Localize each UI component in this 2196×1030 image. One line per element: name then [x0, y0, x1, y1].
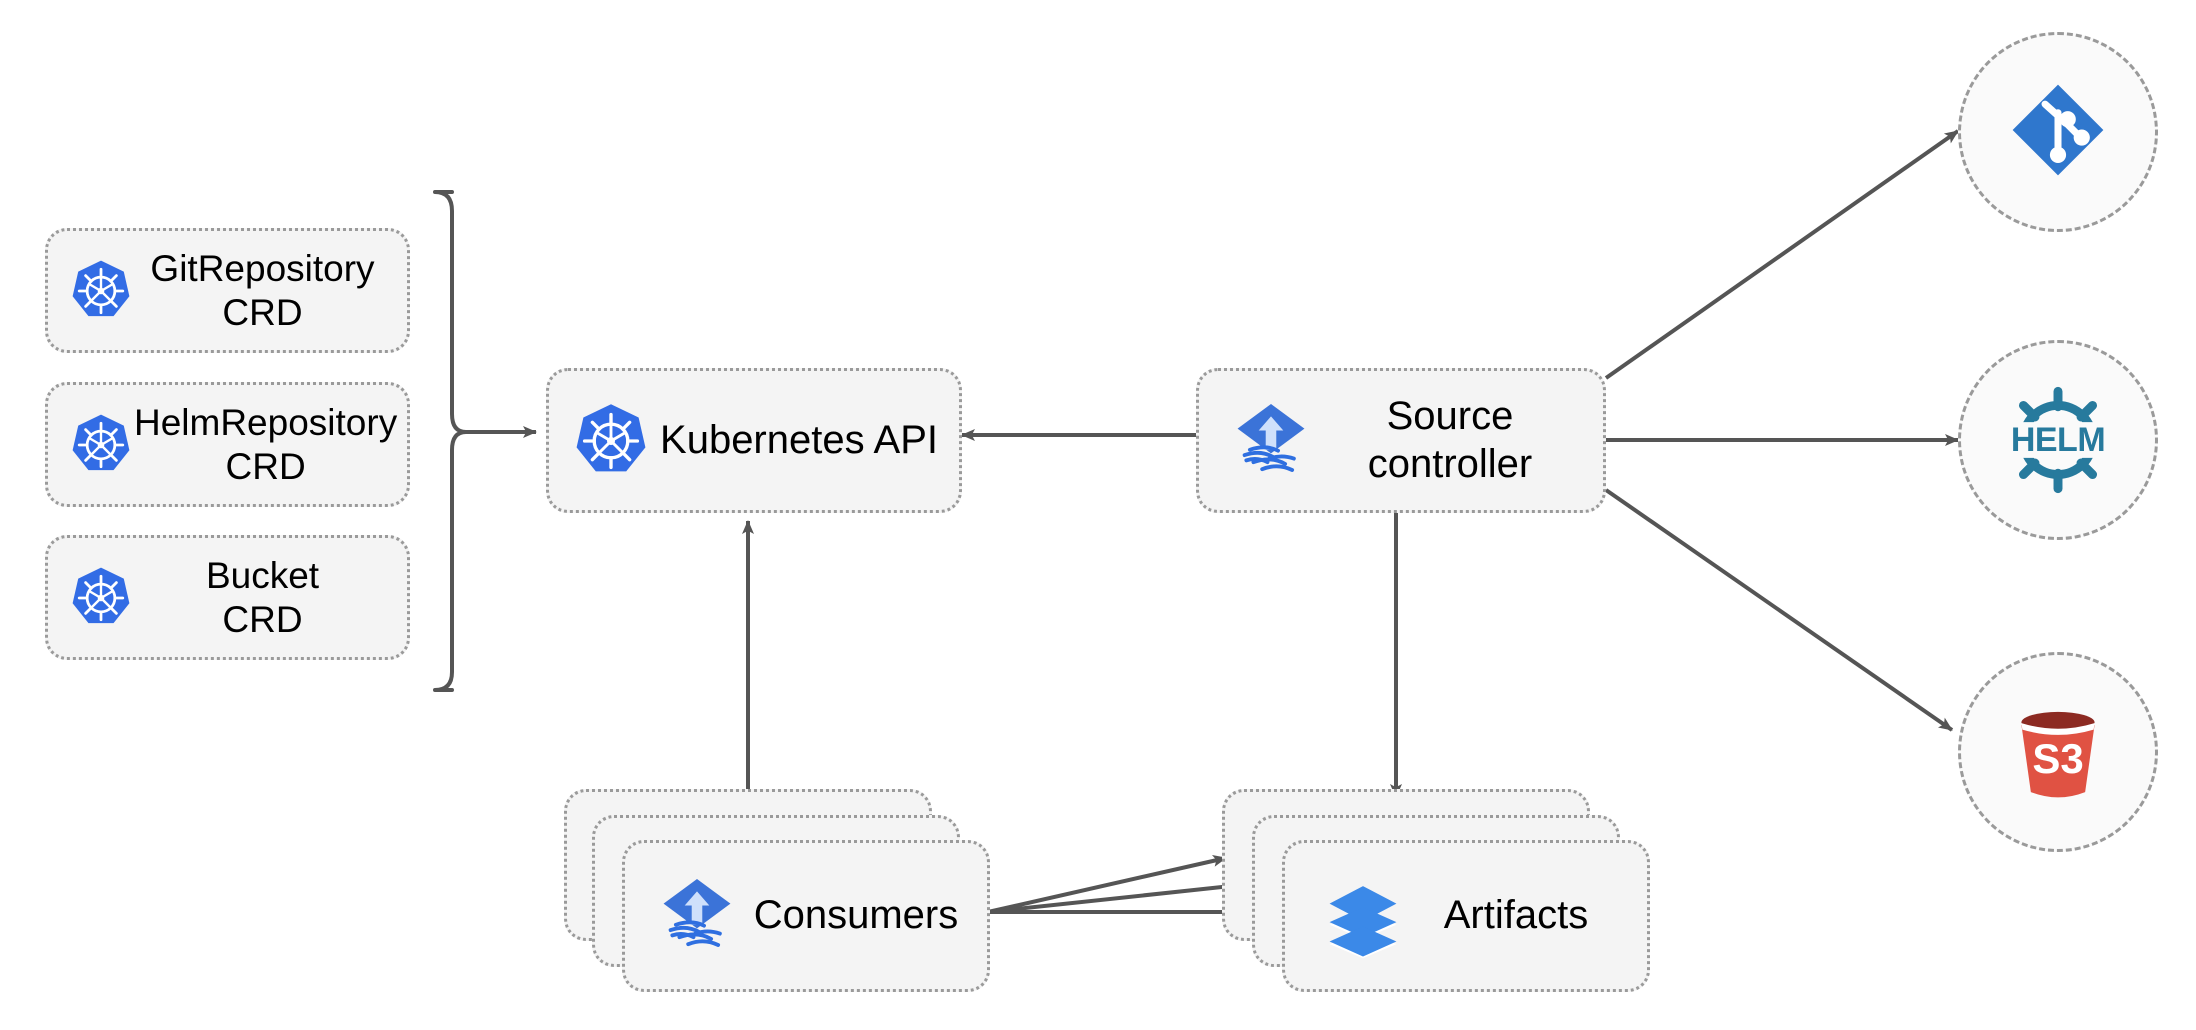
node-bucket-crd[interactable]: Bucket CRD	[45, 535, 410, 660]
kubernetes-icon	[68, 258, 134, 324]
flux-icon	[1227, 397, 1315, 485]
node-source-controller[interactable]: Source controller	[1196, 368, 1606, 513]
edge-source-controller-to-git	[1604, 129, 1960, 380]
edge-consumers-to-artifacts-2	[987, 879, 1251, 914]
git-icon	[2004, 76, 2112, 189]
node-artifacts[interactable]: Artifacts	[1282, 840, 1650, 992]
edge-source-controller-to-s3	[1604, 488, 1954, 732]
node-label: Artifacts	[1443, 893, 1589, 938]
node-helmrepository-crd[interactable]: HelmRepository CRD	[45, 382, 410, 507]
node-label: Bucket CRD	[205, 554, 320, 640]
node-gitrepository-crd[interactable]: GitRepository CRD	[45, 228, 410, 353]
edge-consumers-to-artifacts-1	[987, 855, 1227, 914]
source-git[interactable]	[1958, 32, 2158, 232]
kubernetes-icon	[68, 565, 134, 631]
node-label: Kubernetes API	[660, 417, 938, 462]
node-label: GitRepository CRD	[150, 247, 375, 333]
kubernetes-icon	[571, 401, 651, 481]
node-label: Source controller	[1367, 394, 1533, 486]
source-helm[interactable]: HELM	[1958, 340, 2158, 540]
crd-group-brace	[433, 190, 468, 692]
s3-icon: S3	[1999, 693, 2117, 811]
node-label: HelmRepository CRD	[134, 401, 398, 487]
s3-wordmark: S3	[2032, 735, 2084, 782]
helm-icon: HELM	[1994, 376, 2122, 504]
layers-icon	[1319, 872, 1407, 960]
node-label: Consumers	[753, 893, 959, 938]
flux-icon	[653, 872, 741, 960]
kubernetes-icon	[68, 412, 134, 478]
helm-wordmark: HELM	[1996, 422, 2120, 458]
node-kubernetes-api[interactable]: Kubernetes API	[546, 368, 962, 513]
source-s3[interactable]: S3	[1958, 652, 2158, 852]
node-consumers[interactable]: Consumers	[622, 840, 990, 992]
